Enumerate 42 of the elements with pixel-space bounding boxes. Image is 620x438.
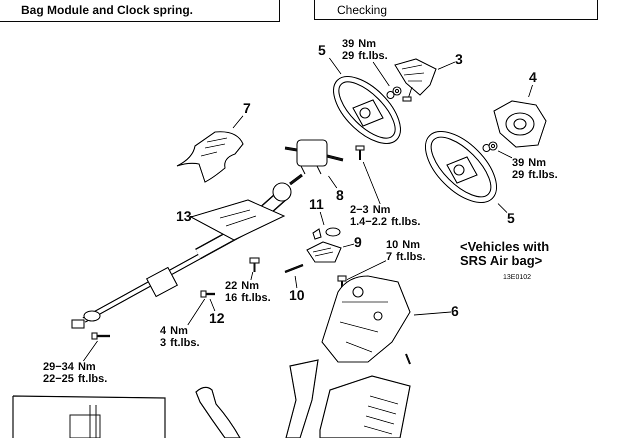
callout-number: 5 (318, 43, 330, 58)
callout-number: 13 (176, 209, 194, 224)
callout-number: 9 (354, 235, 366, 250)
leader-line (232, 115, 244, 128)
callout-number: 7 (243, 101, 255, 116)
note-text: Bag Module and Clock spring. (21, 3, 194, 17)
note-box (314, 0, 598, 20)
torque-value: 39 Nm 29 ft.lbs. (342, 38, 388, 62)
leader-line (372, 62, 390, 86)
callout-number: 3 (455, 52, 467, 67)
note-text: Checking (337, 3, 388, 17)
leader-line (328, 176, 338, 188)
leader-line (250, 272, 254, 280)
torque-value: 10 Nm 7 ft.lbs. (386, 239, 426, 263)
torque-value: 2−3 Nm 1.4−2.2 ft.lbs. (350, 204, 420, 228)
leader-line (210, 298, 216, 312)
leader-line (328, 58, 342, 74)
torque-value: 22 Nm 16 ft.lbs. (225, 280, 271, 304)
leader-line (414, 312, 452, 316)
callout-number: 10 (289, 288, 307, 303)
leader-line (342, 244, 354, 248)
callout-number: 12 (209, 311, 227, 326)
torque-value: 4 Nm 3 ft.lbs. (160, 325, 200, 349)
callout-number: 6 (451, 304, 463, 319)
leader-line (438, 62, 456, 70)
leader-line (362, 162, 381, 204)
leader-line (187, 298, 206, 326)
leader-line (498, 203, 508, 214)
callout-number: 5 (507, 211, 519, 226)
leader-line (346, 260, 386, 280)
callout-number: 8 (336, 188, 348, 203)
callout-number: 4 (529, 70, 541, 85)
torque-value: 39 Nm 29 ft.lbs. (512, 157, 558, 181)
leader-line (320, 212, 324, 226)
leader-line (528, 84, 533, 98)
leader-line (294, 276, 298, 288)
callout-number: 11 (309, 197, 327, 212)
torque-value: 29−34 Nm 22−25 ft.lbs. (43, 361, 108, 385)
leader-line (82, 340, 98, 362)
vehicle-note: <Vehicles with SRS Air bag> (460, 240, 550, 268)
leader-line (498, 150, 512, 158)
note-box (0, 0, 280, 22)
